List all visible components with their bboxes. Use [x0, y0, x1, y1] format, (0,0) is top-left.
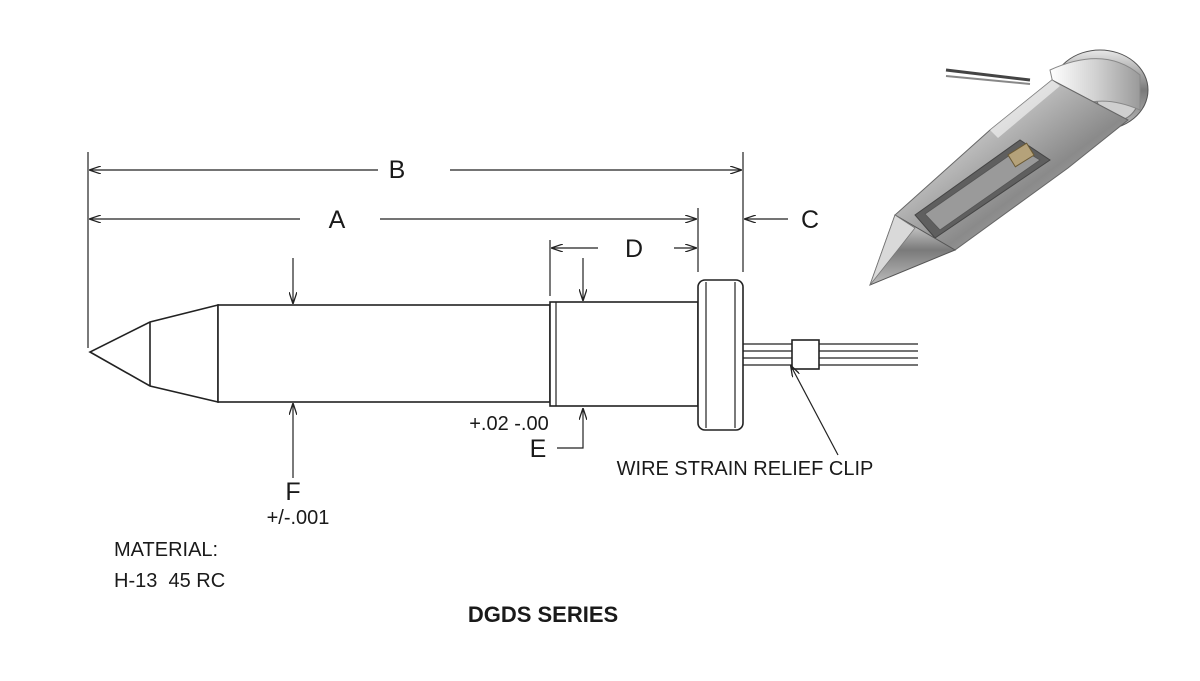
dim-label-a: A — [329, 206, 346, 234]
tolerance-e: +.02 -.00 — [469, 413, 549, 435]
dim-label-e: E — [530, 435, 547, 463]
main-body — [217, 304, 551, 403]
dim-label-c: C — [801, 206, 819, 234]
wire-strain-relief-clip — [791, 339, 820, 370]
dim-label-d: D — [625, 235, 643, 263]
series-title: DGDS SERIES — [468, 602, 618, 627]
nozzle-3d-render — [869, 49, 1149, 286]
step-section — [549, 301, 699, 407]
head-flange — [697, 279, 744, 431]
clip-callout-label: WIRE STRAIN RELIEF CLIP — [617, 458, 874, 480]
nozzle-part-outline — [88, 279, 744, 431]
dim-e-arrow-bottom — [557, 409, 583, 449]
tolerance-f: +/-.001 — [267, 507, 330, 529]
material-label: MATERIAL: — [114, 539, 218, 561]
tip-cone — [88, 303, 219, 404]
clip-callout-leader — [791, 366, 839, 456]
wire-leads — [743, 339, 918, 370]
dim-label-b: B — [389, 156, 406, 184]
dim-label-f: F — [285, 478, 300, 506]
material-value: H-13 45 RC — [114, 570, 225, 592]
dimension-lines — [87, 152, 839, 478]
